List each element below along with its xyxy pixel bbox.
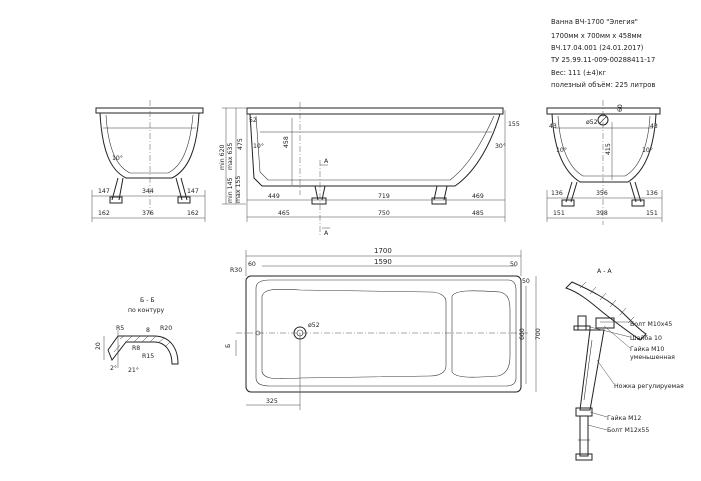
dim-label: 43 bbox=[650, 123, 658, 130]
dim-label: 465 bbox=[278, 210, 290, 217]
dim-label: 151 bbox=[553, 210, 565, 217]
dim-label: 449 bbox=[268, 193, 280, 200]
spec-line: ТУ 25.99.11-009-00288411-17 bbox=[550, 56, 655, 64]
section-subtitle: по контуру bbox=[128, 307, 165, 314]
dim-label: min 620 bbox=[219, 144, 226, 170]
dim-label: min 145 bbox=[227, 177, 234, 203]
dim-label: 162 bbox=[98, 210, 110, 217]
spec-line: 1700мм х 700мм х 458мм bbox=[551, 32, 642, 40]
dim-label: 147 bbox=[98, 188, 110, 195]
dim-label: ø52 bbox=[586, 119, 598, 126]
section-marker: A bbox=[324, 230, 329, 237]
right-end-view: 43 43 ø52 60 415 10° 10° 136 356 136 151… bbox=[546, 100, 663, 225]
section-marker: Б bbox=[225, 344, 232, 348]
dim-label: 50 bbox=[522, 278, 530, 285]
dim-label: 8 bbox=[146, 327, 150, 334]
dim-label: 600 bbox=[519, 328, 526, 340]
dim-label: 458 bbox=[283, 136, 290, 148]
dim-label: 50 bbox=[510, 261, 518, 268]
dim-label: 1700 bbox=[374, 247, 392, 255]
dim-label: 475 bbox=[237, 138, 244, 150]
dim-label: R30 bbox=[230, 267, 242, 274]
dim-label: 43 bbox=[549, 123, 557, 130]
angle-label: 10° bbox=[642, 146, 653, 154]
dim-label: 162 bbox=[187, 210, 199, 217]
angle-label: 10° bbox=[253, 142, 264, 150]
section-b-b: Б - Б по контуру R5 R20 20 R8 R15 8 2° 2… bbox=[95, 297, 179, 374]
section-title: Б - Б bbox=[140, 297, 155, 304]
dim-label: 136 bbox=[551, 190, 563, 197]
part-label: Ножка регулируемая bbox=[614, 383, 684, 390]
dim-label: 151 bbox=[646, 210, 658, 217]
dim-label: 344 bbox=[142, 188, 154, 195]
dim-label: 398 bbox=[596, 210, 608, 217]
part-label: Болт М12х55 bbox=[607, 427, 649, 434]
angle-label: 2° bbox=[110, 364, 117, 372]
section-a-a: А - А Болт М10х45 Шайба 10 Гайка М10 уме… bbox=[565, 268, 684, 461]
dim-label: 415 bbox=[605, 143, 612, 155]
dim-label: 147 bbox=[187, 188, 199, 195]
angle-label: 10° bbox=[556, 146, 567, 154]
spec-line: Ванна ВЧ-1700 "Элегия" bbox=[551, 18, 638, 26]
part-label: уменьшенная bbox=[630, 354, 675, 361]
section-title: А - А bbox=[597, 268, 612, 275]
front-view: 458 A A 52 155 30° 10° 449 719 469 465 7… bbox=[219, 102, 520, 237]
dim-label: 485 bbox=[472, 210, 484, 217]
dim-label: 52 bbox=[249, 117, 257, 124]
angle-label: 21° bbox=[128, 366, 139, 374]
dim-label: 20 bbox=[95, 342, 102, 350]
dim-label: 719 bbox=[378, 193, 390, 200]
spec-line: полезный объём: 225 литров bbox=[551, 81, 655, 89]
dim-label: ø52 bbox=[308, 322, 320, 329]
angle-label: 30° bbox=[495, 142, 506, 150]
section-marker: A bbox=[324, 158, 329, 165]
spec-line: Вес: 111 (±4)кг bbox=[551, 69, 607, 77]
part-label: Шайба 10 bbox=[630, 334, 662, 342]
dim-label: R8 bbox=[132, 345, 140, 352]
dim-label: max 155 bbox=[235, 176, 242, 203]
dim-label: 700 bbox=[535, 328, 542, 340]
part-label: Гайка М12 bbox=[607, 414, 641, 422]
dim-label: R5 bbox=[116, 325, 124, 332]
dim-label: 136 bbox=[646, 190, 658, 197]
dim-label: 750 bbox=[378, 210, 390, 217]
dim-label: 469 bbox=[472, 193, 484, 200]
spec-block: Ванна ВЧ-1700 "Элегия" 1700мм х 700мм х … bbox=[550, 18, 655, 89]
part-label: Гайка М10 bbox=[630, 345, 664, 353]
dim-label: 1590 bbox=[374, 258, 392, 266]
dim-label: 325 bbox=[266, 398, 278, 405]
dim-label: 60 bbox=[617, 104, 624, 112]
dim-label: 356 bbox=[596, 190, 608, 197]
angle-label: 10° bbox=[112, 154, 123, 162]
left-end-view: 147 344 147 162 376 162 10° bbox=[91, 100, 206, 222]
dim-label: 60 bbox=[248, 261, 256, 268]
plan-view: 1700 1590 60 50 R30 50 600 700 ø52 325 Б bbox=[225, 247, 542, 410]
spec-line: ВЧ.17.04.001 (24.01.2017) bbox=[551, 44, 644, 52]
dim-label: R15 bbox=[142, 353, 154, 360]
dim-label: R20 bbox=[160, 325, 172, 332]
dim-label: 376 bbox=[142, 210, 154, 217]
dim-label: 155 bbox=[508, 121, 520, 128]
dim-label: max 635 bbox=[227, 143, 234, 170]
part-label: Болт М10х45 bbox=[630, 321, 672, 328]
